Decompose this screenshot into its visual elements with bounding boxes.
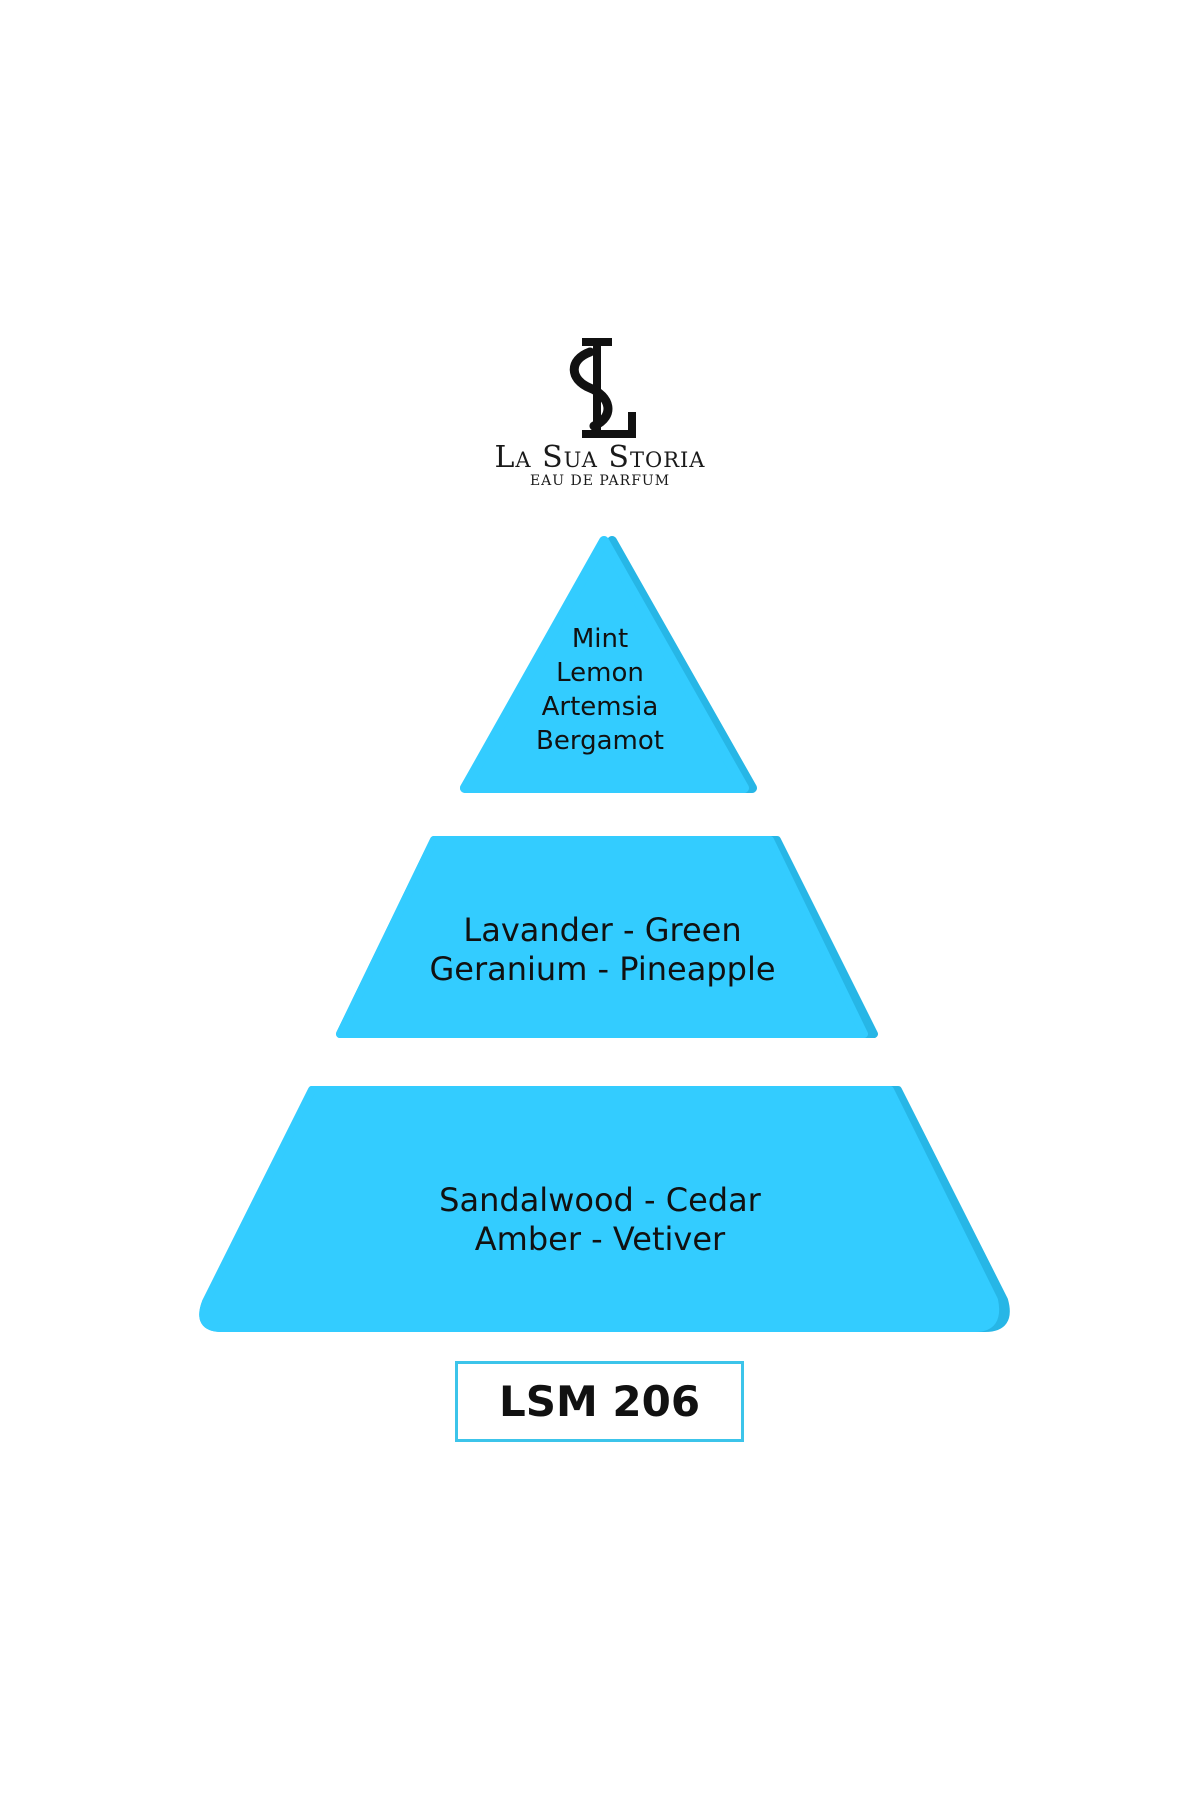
product-code-box: LSM 206	[455, 1361, 744, 1442]
heart-notes-tier	[336, 836, 878, 1038]
heart-notes: Lavander - Green Geranium - Pineapple	[350, 911, 855, 989]
brand-name: La Sua Storia	[494, 440, 706, 475]
top-notes: Mint Lemon Artemsia Bergamot	[450, 622, 750, 758]
top-notes-tier	[460, 536, 757, 793]
brand-monogram-logo	[569, 338, 636, 438]
brand-subtitle: EAU DE PARFUM	[529, 473, 671, 489]
base-notes: Sandalwood - Cedar Amber - Vetiver	[300, 1181, 900, 1259]
note: Geranium - Pineapple	[429, 950, 776, 988]
base-notes-tier	[199, 1086, 1010, 1332]
note: Sandalwood - Cedar	[439, 1181, 761, 1219]
note: Amber - Vetiver	[474, 1220, 726, 1258]
note: Mint	[571, 624, 629, 654]
note: Lemon	[556, 658, 644, 688]
note: Lavander - Green	[463, 911, 742, 949]
product-code: LSM 206	[498, 1377, 701, 1426]
note: Bergamot	[536, 726, 664, 756]
note: Artemsia	[541, 692, 659, 722]
